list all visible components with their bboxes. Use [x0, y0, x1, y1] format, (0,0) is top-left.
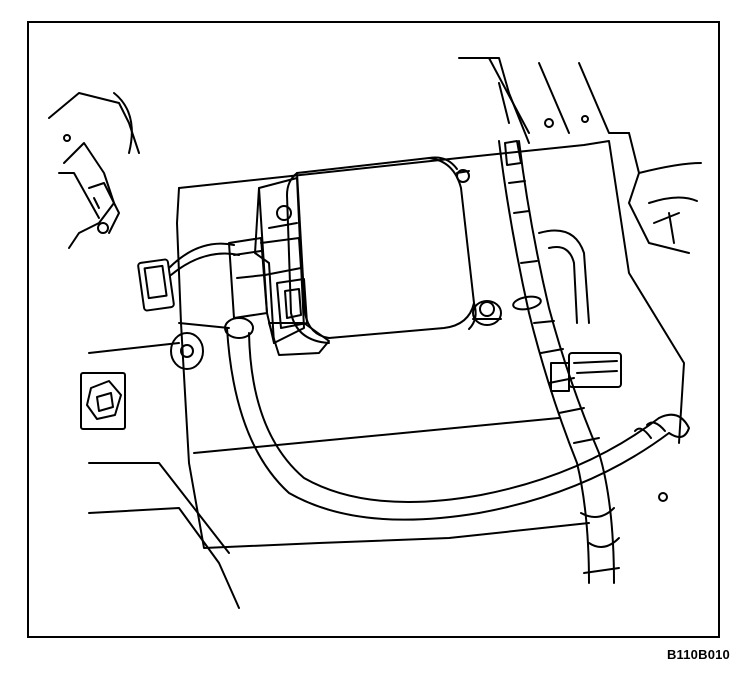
floor-bolt [80, 372, 126, 430]
pigtail-connector [137, 242, 240, 312]
illustration-frame [27, 21, 720, 638]
module-nut [472, 300, 502, 326]
seat-rail [458, 57, 702, 502]
main-harness [224, 317, 690, 521]
harness-connector [538, 229, 622, 392]
figure-code: B110B010 [666, 647, 730, 662]
line-drawing [48, 57, 702, 609]
vertical-harness [498, 140, 620, 584]
floor-panel [88, 140, 685, 609]
mounting-hole [170, 332, 204, 370]
left-bracket [48, 92, 140, 249]
control-module [228, 156, 502, 356]
